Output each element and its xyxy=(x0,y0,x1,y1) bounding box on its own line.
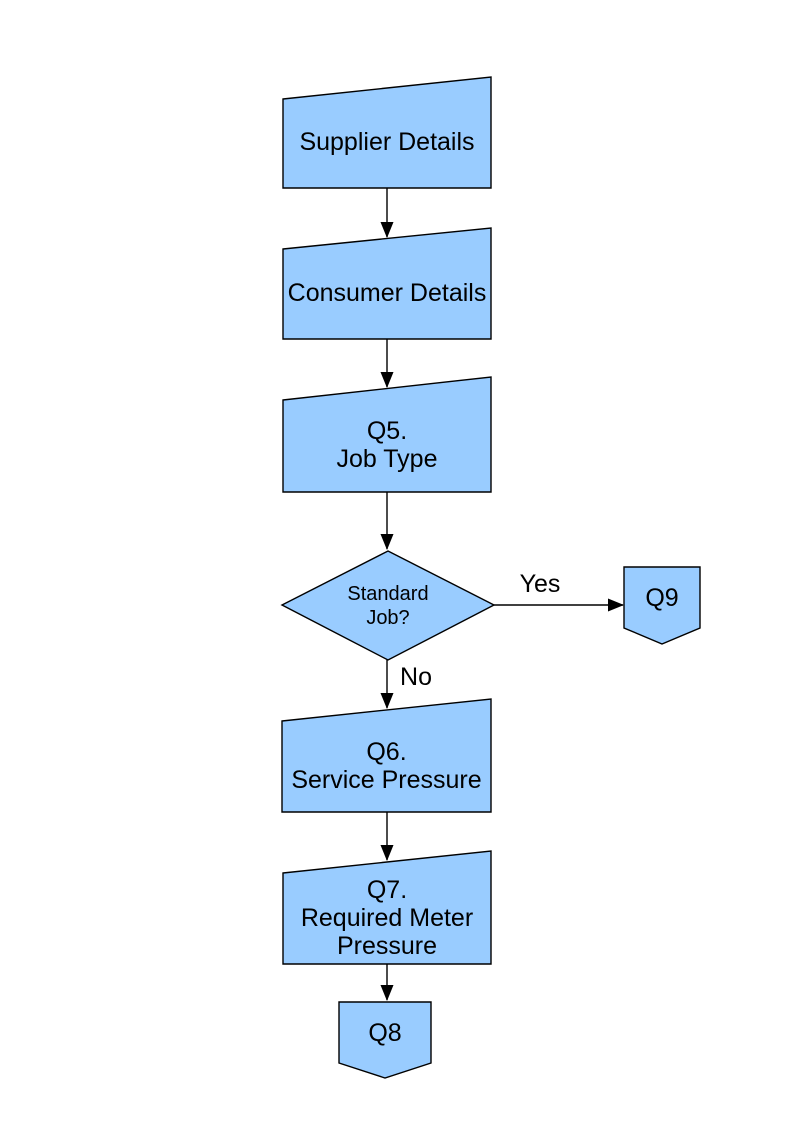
q9-offpage-connector-shape xyxy=(623,566,701,645)
supplier-details-shape xyxy=(282,76,492,189)
q6-service-pressure-shape xyxy=(281,698,492,813)
standard-job-decision-shape xyxy=(280,550,496,661)
q7-required-meter-pressure-shape xyxy=(282,850,492,965)
q5-job-type-shape xyxy=(282,376,492,493)
q8-offpage-connector-shape xyxy=(338,1001,432,1079)
consumer-details-shape xyxy=(282,227,492,340)
